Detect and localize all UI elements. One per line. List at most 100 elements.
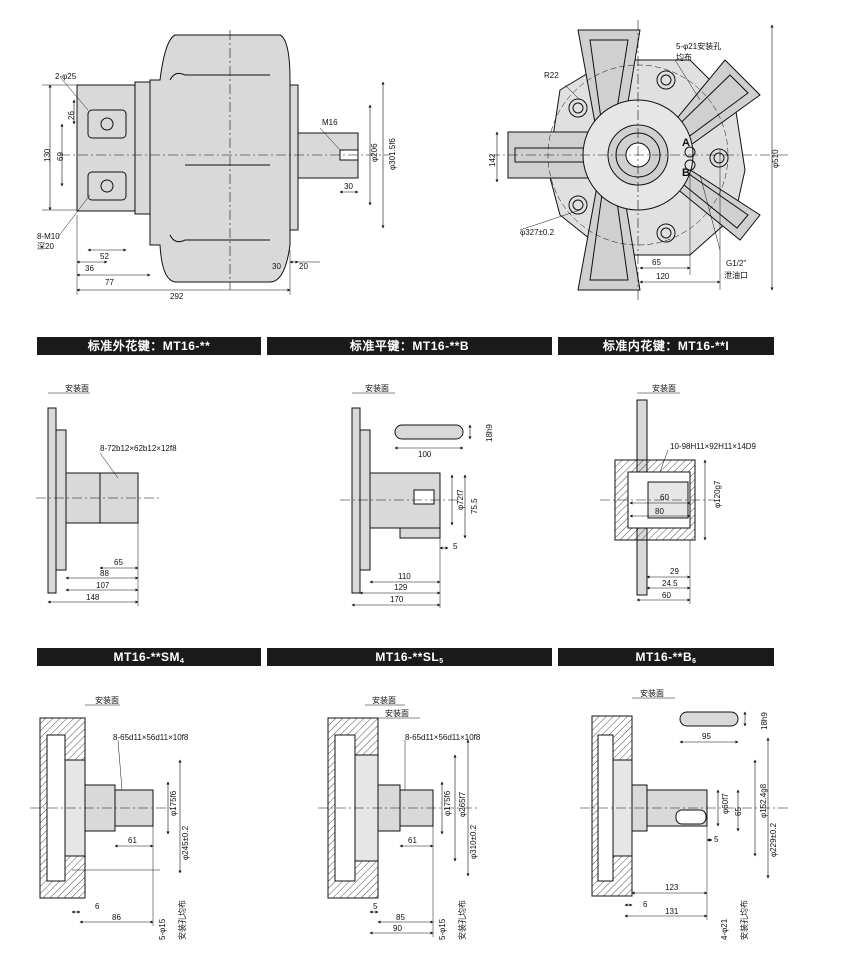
v6-holes: 4-φ21 — [720, 918, 729, 940]
v6-60f7: φ60f7 — [721, 793, 730, 814]
header-sl5: MT16-**SL5 — [267, 648, 552, 666]
v2-72f7: φ72f7 — [456, 489, 465, 510]
v6-95: 95 — [702, 732, 711, 741]
label-m10: 8-M10 — [37, 232, 60, 241]
v4-175f6: φ175f6 — [169, 790, 178, 816]
label-130: 130 — [43, 148, 52, 162]
v3-labels: 安装面 10-98H11×92H11×14D9 60 80 φ120g7 29 … — [652, 383, 757, 600]
v5-90: 90 — [393, 924, 402, 933]
label-drain: 泄油口 — [724, 270, 748, 280]
v4-6: 6 — [95, 902, 100, 911]
v5-holes2: 安装孔均布 — [457, 900, 467, 940]
v3-29: 29 — [670, 567, 679, 576]
top-right-front-view — [490, 20, 790, 300]
v1-mount: 安装面 — [65, 383, 89, 393]
label-holes-5: 5-φ21安装孔 — [676, 41, 721, 51]
v4-labels: 安装面 8-65d11×56d11×10f8 61 φ175f6 φ245±0.… — [95, 695, 190, 940]
v1-external-spline — [36, 392, 160, 606]
v4-86: 86 — [112, 913, 121, 922]
label-52: 52 — [100, 252, 109, 261]
top-left-side-view — [42, 30, 390, 295]
label-depth20: 深20 — [37, 242, 54, 251]
v2-170: 170 — [390, 595, 404, 604]
v1-spline: 8-72b12×62b12×12f8 — [100, 444, 177, 453]
v6-65: 65 — [734, 807, 743, 816]
label-120: 120 — [656, 272, 670, 281]
v3-60b: 60 — [662, 591, 671, 600]
header-sm4: MT16-**SM4 — [37, 648, 261, 666]
v4-holes: 5-φ15 — [158, 918, 167, 940]
header-external-spline: 标准外花键：MT16-** — [37, 337, 261, 355]
top-right-labels: 5-φ21安装孔 均布 R22 142 A B φ327±0.2 65 120 … — [488, 41, 780, 281]
v2-100: 100 — [418, 450, 432, 459]
v6-152: φ152.4g8 — [759, 783, 768, 818]
v2-110: 110 — [398, 572, 411, 581]
v3-120g7: φ120g7 — [713, 480, 722, 508]
v2-18h9: 18h9 — [485, 424, 494, 442]
v5-85: 85 — [396, 913, 405, 922]
v2-5: 5 — [453, 542, 458, 551]
v3-60a: 60 — [660, 493, 669, 502]
v5-mount2: 安装面 — [385, 708, 409, 718]
v4-245: φ245±0.2 — [181, 825, 190, 860]
label-69: 69 — [56, 152, 65, 161]
label-142: 142 — [488, 153, 497, 167]
v5-mount1: 安装面 — [372, 695, 396, 705]
v1-65: 65 — [114, 558, 123, 567]
label-m16: M16 — [322, 118, 338, 127]
v4-61: 61 — [128, 836, 137, 845]
v4-sm4 — [30, 704, 182, 926]
v5-labels: 安装面 安装面 8-65d11×56d11×10f8 61 φ175f6 φ26… — [372, 695, 481, 940]
v1-148: 148 — [86, 593, 100, 602]
v6-18h9: 18h9 — [760, 712, 769, 730]
v5-5: 5 — [373, 902, 378, 911]
label-77: 77 — [105, 278, 114, 287]
header-b6: MT16-**B6 — [558, 648, 774, 666]
label-36: 36 — [85, 264, 94, 273]
label-65: 65 — [652, 258, 661, 267]
v3-80: 80 — [655, 507, 664, 516]
v5-175f6: φ175f6 — [443, 790, 452, 816]
v6-labels: 安装面 18h9 95 φ60f7 65 φ152.4g8 φ229±0.2 5… — [640, 688, 778, 940]
v2-mount: 安装面 — [365, 383, 389, 393]
top-left-labels: 2-φ25 26 130 69 8-M10 深20 52 36 77 292 M… — [37, 72, 397, 301]
v2-129: 129 — [394, 583, 408, 592]
v1-88: 88 — [100, 569, 109, 578]
label-g12: G1/2" — [726, 259, 746, 268]
v6-6: 6 — [643, 900, 648, 909]
v6-229: φ229±0.2 — [769, 822, 778, 857]
label-evenly: 均布 — [676, 52, 692, 62]
v3-internal-spline — [600, 392, 715, 604]
v6-123: 123 — [665, 883, 679, 892]
label-301: φ301.5f6 — [388, 138, 397, 170]
label-holes-2: 2-φ25 — [55, 72, 77, 81]
label-r22: R22 — [544, 71, 559, 80]
label-b: B — [682, 167, 690, 179]
v6-131: 131 — [665, 907, 679, 916]
label-30a: 30 — [344, 182, 353, 191]
label-30b: 30 — [272, 262, 281, 271]
v5-spline: 8-65d11×56d11×10f8 — [405, 733, 481, 742]
label-20: 20 — [299, 262, 308, 271]
label-510: φ510 — [771, 149, 780, 168]
v2-flat-key — [340, 392, 472, 608]
v5-holes: 5-φ15 — [438, 918, 447, 940]
v1-labels: 安装面 8-72b12×62b12×12f8 65 88 107 148 — [65, 383, 177, 602]
v6-5: 5 — [714, 835, 719, 844]
v2-75_5: 75.5 — [470, 498, 479, 514]
v4-holes2: 安装孔均布 — [177, 900, 187, 940]
v5-61: 61 — [408, 836, 417, 845]
v2-labels: 安装面 18h9 100 φ72f7 75.5 5 110 129 170 — [365, 383, 494, 604]
v3-spline: 10-98H11×92H11×14D9 — [670, 442, 757, 451]
label-a: A — [682, 137, 690, 149]
label-292: 292 — [170, 292, 184, 301]
v5-sl5 — [318, 704, 480, 937]
v3-24_5: 24.5 — [662, 579, 678, 588]
v5-265f7: φ265f7 — [458, 791, 467, 817]
v6-mount: 安装面 — [640, 688, 664, 698]
label-327: φ327±0.2 — [520, 228, 555, 237]
v4-spline: 8-65d11×56d11×10f8 — [113, 733, 189, 742]
header-flat-key: 标准平键：MT16-**B — [267, 337, 552, 355]
